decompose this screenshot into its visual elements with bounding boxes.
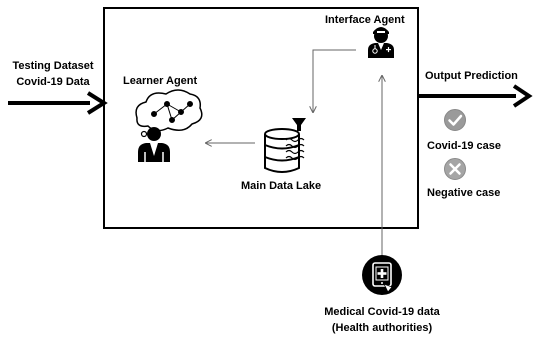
database-filter-icon [264,118,306,173]
input-arrow [8,91,108,115]
input-label-line1: Testing Dataset [12,60,94,72]
interface-to-lake-arrow [313,49,356,112]
data-lake-label: Main Data Lake [241,180,322,192]
person-thinking-icon [135,89,203,162]
negative-case-label: Negative case [427,187,501,199]
x-circle-icon [444,158,466,180]
medical-source-line1: Medical Covid-19 data [324,306,440,318]
learner-agent-label: Learner Agent [123,75,198,87]
output-title: Output Prediction [425,70,518,82]
tablet-medical-icon [362,255,402,295]
output-arrow [418,84,533,108]
doctor-icon [368,27,394,58]
medical-source-line2: (Health authorities) [331,322,433,334]
interface-agent-label: Interface Agent [325,14,405,26]
input-label-line2: Covid-19 Data [16,76,90,88]
check-circle-icon [444,109,466,131]
positive-case-label: Covid-19 case [427,140,501,152]
